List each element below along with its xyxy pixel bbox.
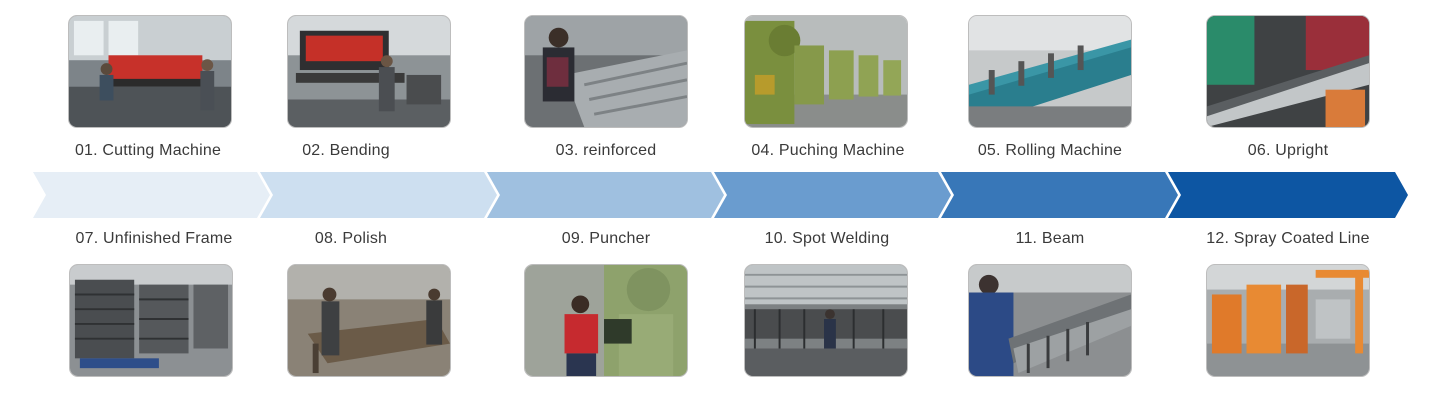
spray-coated-line-photo — [1206, 264, 1370, 377]
arrow-segment-2 — [260, 172, 497, 218]
upright-photo — [1206, 15, 1370, 128]
arrow-segment-1 — [33, 172, 270, 218]
step-label-puncher: 09. Puncher — [561, 230, 651, 247]
bending-photo — [287, 15, 451, 128]
arrow-segment-3 — [487, 172, 724, 218]
puncher-photo — [524, 264, 688, 377]
step-label-puching-machine: 04. Puching Machine — [751, 142, 905, 159]
step-label-spray-coated-line: 12. Spray Coated Line — [1206, 230, 1370, 247]
unfinished-frame-photo — [69, 264, 233, 377]
step-label-reinforced: 03. reinforced — [555, 142, 657, 159]
cutting-machine-photo — [68, 15, 232, 128]
arrow-segment-5 — [941, 172, 1178, 218]
arrow-segment-6 — [1168, 172, 1408, 218]
process-arrow-band — [33, 172, 1408, 218]
step-label-rolling-machine: 05. Rolling Machine — [977, 142, 1123, 159]
step-label-bending: 02. Bending — [302, 142, 390, 159]
step-label-polish: 08. Polish — [314, 230, 388, 247]
beam-photo — [968, 264, 1132, 377]
polish-photo — [287, 264, 451, 377]
step-label-cutting-machine: 01. Cutting Machine — [74, 142, 222, 159]
reinforced-photo — [524, 15, 688, 128]
step-label-unfinished-frame: 07. Unfinished Frame — [75, 230, 233, 247]
step-label-spot-welding: 10. Spot Welding — [764, 230, 890, 247]
puching-machine-photo — [744, 15, 908, 128]
arrow-segment-4 — [714, 172, 951, 218]
spot-welding-photo — [744, 264, 908, 377]
rolling-machine-photo — [968, 15, 1132, 128]
step-label-upright: 06. Upright — [1247, 142, 1329, 159]
step-label-beam: 11. Beam — [1015, 230, 1085, 247]
